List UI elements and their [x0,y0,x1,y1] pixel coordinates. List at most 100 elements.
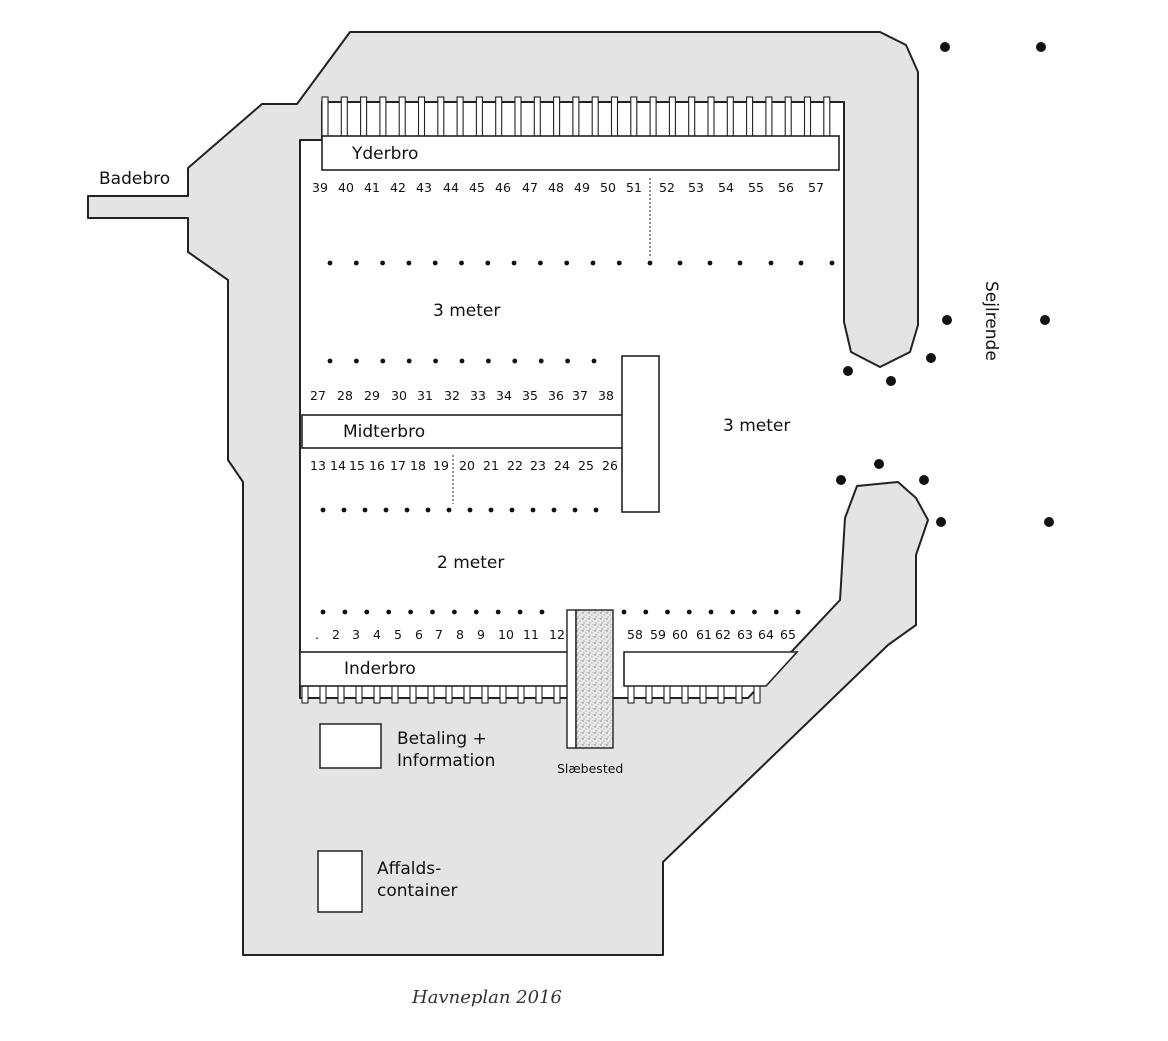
finger-pier [301,683,309,704]
finger-pier [726,96,734,138]
mooring-buoy [530,507,536,513]
mooring-buoy [327,358,333,364]
berth-number: 12 [549,627,565,642]
berth-number: 31 [417,388,433,403]
berth-number: 14 [330,458,346,473]
depth-label-inner: 2 meter [437,553,504,573]
mooring-buoy [430,609,435,615]
finger-pier [456,96,464,138]
mooring-buoy [773,609,779,615]
berth-number: 43 [416,180,432,195]
berth-number: 65 [780,627,796,642]
berth-number: 55 [748,180,764,195]
mooring-buoy [404,507,410,513]
land-area-west [87,31,929,956]
midterbro-head-pier [621,355,660,513]
inderbro-pier-west [299,651,569,687]
berth-number: 17 [390,458,406,473]
berth-number: 13 [310,458,326,473]
finger-pier [445,683,453,704]
betaling-building [319,723,382,769]
finger-pier [409,683,417,704]
mooring-buoy [459,358,465,364]
berth-number: 42 [390,180,406,195]
berth-number: 38 [598,388,614,403]
mooring-buoy [512,358,518,364]
finger-pier [337,683,345,704]
mooring-buoy [538,260,543,266]
berth-number: 28 [337,388,353,403]
mooring-buoy [795,609,801,615]
berth-number: 29 [364,388,380,403]
berth-number: 41 [364,180,380,195]
finger-pier [517,683,525,704]
berth-number: 46 [495,180,511,195]
yderbro-finger-piers [321,96,831,138]
finger-pier [591,96,599,138]
mooring-buoy [485,260,491,266]
finger-pier [535,683,543,704]
mooring-buoy [467,507,473,513]
finger-pier [717,683,725,704]
berth-number: 45 [469,180,485,195]
berth-number: 54 [718,180,734,195]
berth-number: 48 [548,180,564,195]
finger-pier [765,96,773,138]
berth-number: 63 [737,627,753,642]
channel-marker-buoy [1044,517,1054,527]
inderbro-pier-east [623,651,799,687]
mooring-buoy [354,358,359,364]
finger-pier [663,683,671,704]
berth-number: 60 [672,627,688,642]
mooring-buoy [730,609,736,615]
finger-pier [463,683,471,704]
channel-marker-buoy [836,475,846,485]
berth-number: 56 [778,180,794,195]
map-caption: Havneplan 2016 [411,987,562,1008]
channel-marker-buoy [1036,42,1046,52]
mooring-buoy [408,609,413,615]
finger-pier [340,96,348,138]
berth-number: 22 [507,458,523,473]
berth-number: . [315,627,319,642]
slaebested-label: Slæbested [557,761,623,776]
finger-pier [533,96,541,138]
mooring-buoy [677,260,683,266]
yderbro-label: Yderbro [351,144,418,164]
berth-number: 19 [433,458,449,473]
berth-number: 26 [602,458,618,473]
finger-pier [707,96,715,138]
finger-pier [499,683,507,704]
channel-marker-buoy [843,366,853,376]
finger-pier [379,96,387,138]
berth-number: 5 [394,627,402,642]
berth-number: 34 [496,388,512,403]
berth-number: 30 [391,388,407,403]
berth-number: 15 [349,458,365,473]
berth-number: 16 [369,458,385,473]
mooring-buoy [707,260,713,266]
mooring-buoy [459,260,464,266]
berth-number: 50 [600,180,616,195]
mooring-buoy [353,260,359,266]
finger-pier [753,683,761,704]
finger-pier [681,683,689,704]
berth-number: 23 [530,458,546,473]
finger-pier [321,96,329,138]
channel-marker-buoy [942,315,952,325]
finger-pier [437,96,445,138]
berth-number: 44 [443,180,459,195]
mooring-buoy [509,507,515,513]
mooring-buoy [829,260,835,266]
mooring-buoy [539,609,545,615]
mooring-buoy-rows [320,260,835,615]
finger-pier [823,96,831,138]
mooring-buoy [383,507,389,513]
berth-number: 36 [548,388,564,403]
berth-number: 61 [696,627,712,642]
mooring-buoy [551,507,557,513]
slipway-rail-left [566,609,577,749]
berth-number: 47 [522,180,538,195]
